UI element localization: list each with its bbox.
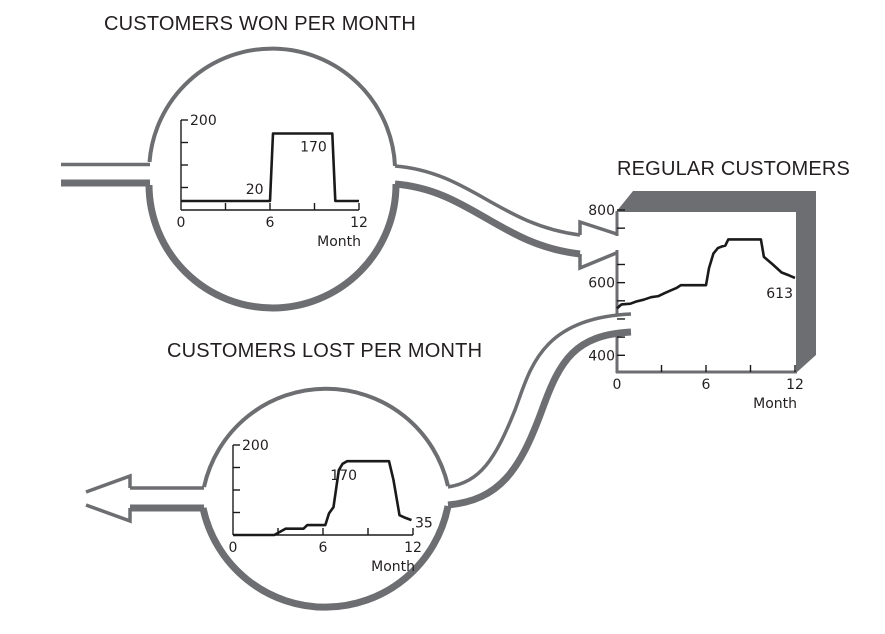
x-tick-label: 12	[786, 377, 804, 393]
series-line	[181, 132, 359, 203]
data-label: 170	[300, 140, 327, 156]
won-circle-top-arc	[147, 46, 397, 167]
x-tick-label: 6	[266, 215, 275, 231]
x-tick-label: 0	[177, 215, 186, 231]
data-label: 170	[330, 468, 357, 484]
y-tick-label: 600	[588, 276, 615, 292]
y-tick-label: 800	[588, 203, 615, 219]
y-tick-label: 200	[242, 438, 269, 454]
lost-circle	[199, 386, 452, 611]
data-label: 613	[766, 286, 793, 302]
series-line	[616, 238, 796, 310]
title-customers-lost: CUSTOMERS LOST PER MONTH	[167, 340, 482, 362]
inflow-arrow-bottom-edge	[394, 180, 581, 258]
title-regular-customers: REGULAR CUSTOMERS	[617, 158, 850, 180]
outflow-arrowhead-top	[85, 473, 132, 494]
y-tick-label: 200	[190, 113, 217, 129]
lost-circle-top-arc	[202, 386, 450, 488]
x-axis-title: Month	[753, 396, 797, 412]
regular-customers-stock	[614, 191, 816, 374]
inflow-arrowhead-top	[578, 219, 627, 239]
won-circle-bottom-arc	[145, 183, 400, 312]
x-axis-title: Month	[371, 559, 415, 575]
x-tick-label: 12	[350, 215, 368, 231]
outflow-pipe-top-edge	[447, 312, 632, 489]
outflow-pipe	[447, 312, 632, 509]
won-circle	[145, 46, 400, 312]
title-customers-won: CUSTOMERS WON PER MONTH	[104, 13, 416, 35]
inflow-arrow	[394, 164, 627, 271]
outflow-pipe-bottom-edge	[447, 328, 632, 509]
x-tick-label: 12	[404, 540, 422, 556]
inflow-arrowhead-bottom	[578, 247, 627, 271]
x-tick-label: 6	[702, 377, 711, 393]
stock-box-face	[616, 212, 796, 372]
data-label: 20	[246, 182, 264, 198]
x-tick-label: 6	[319, 540, 328, 556]
outflow-gap	[614, 314, 632, 331]
x-axis-title: Month	[317, 234, 361, 250]
x-tick-label: 0	[613, 377, 622, 393]
x-tick-label: 0	[229, 540, 238, 556]
y-tick-label: 400	[588, 348, 615, 364]
lost-circle-bottom-arc	[199, 505, 452, 611]
inflow-arrow-top-edge	[394, 164, 581, 237]
data-label: 35	[415, 515, 433, 531]
outflow-arrow	[85, 473, 204, 524]
series-line	[233, 459, 412, 537]
inflow-gap	[614, 236, 628, 250]
inflow-pipe	[61, 162, 150, 187]
outflow-arrowhead-bottom	[85, 503, 132, 524]
